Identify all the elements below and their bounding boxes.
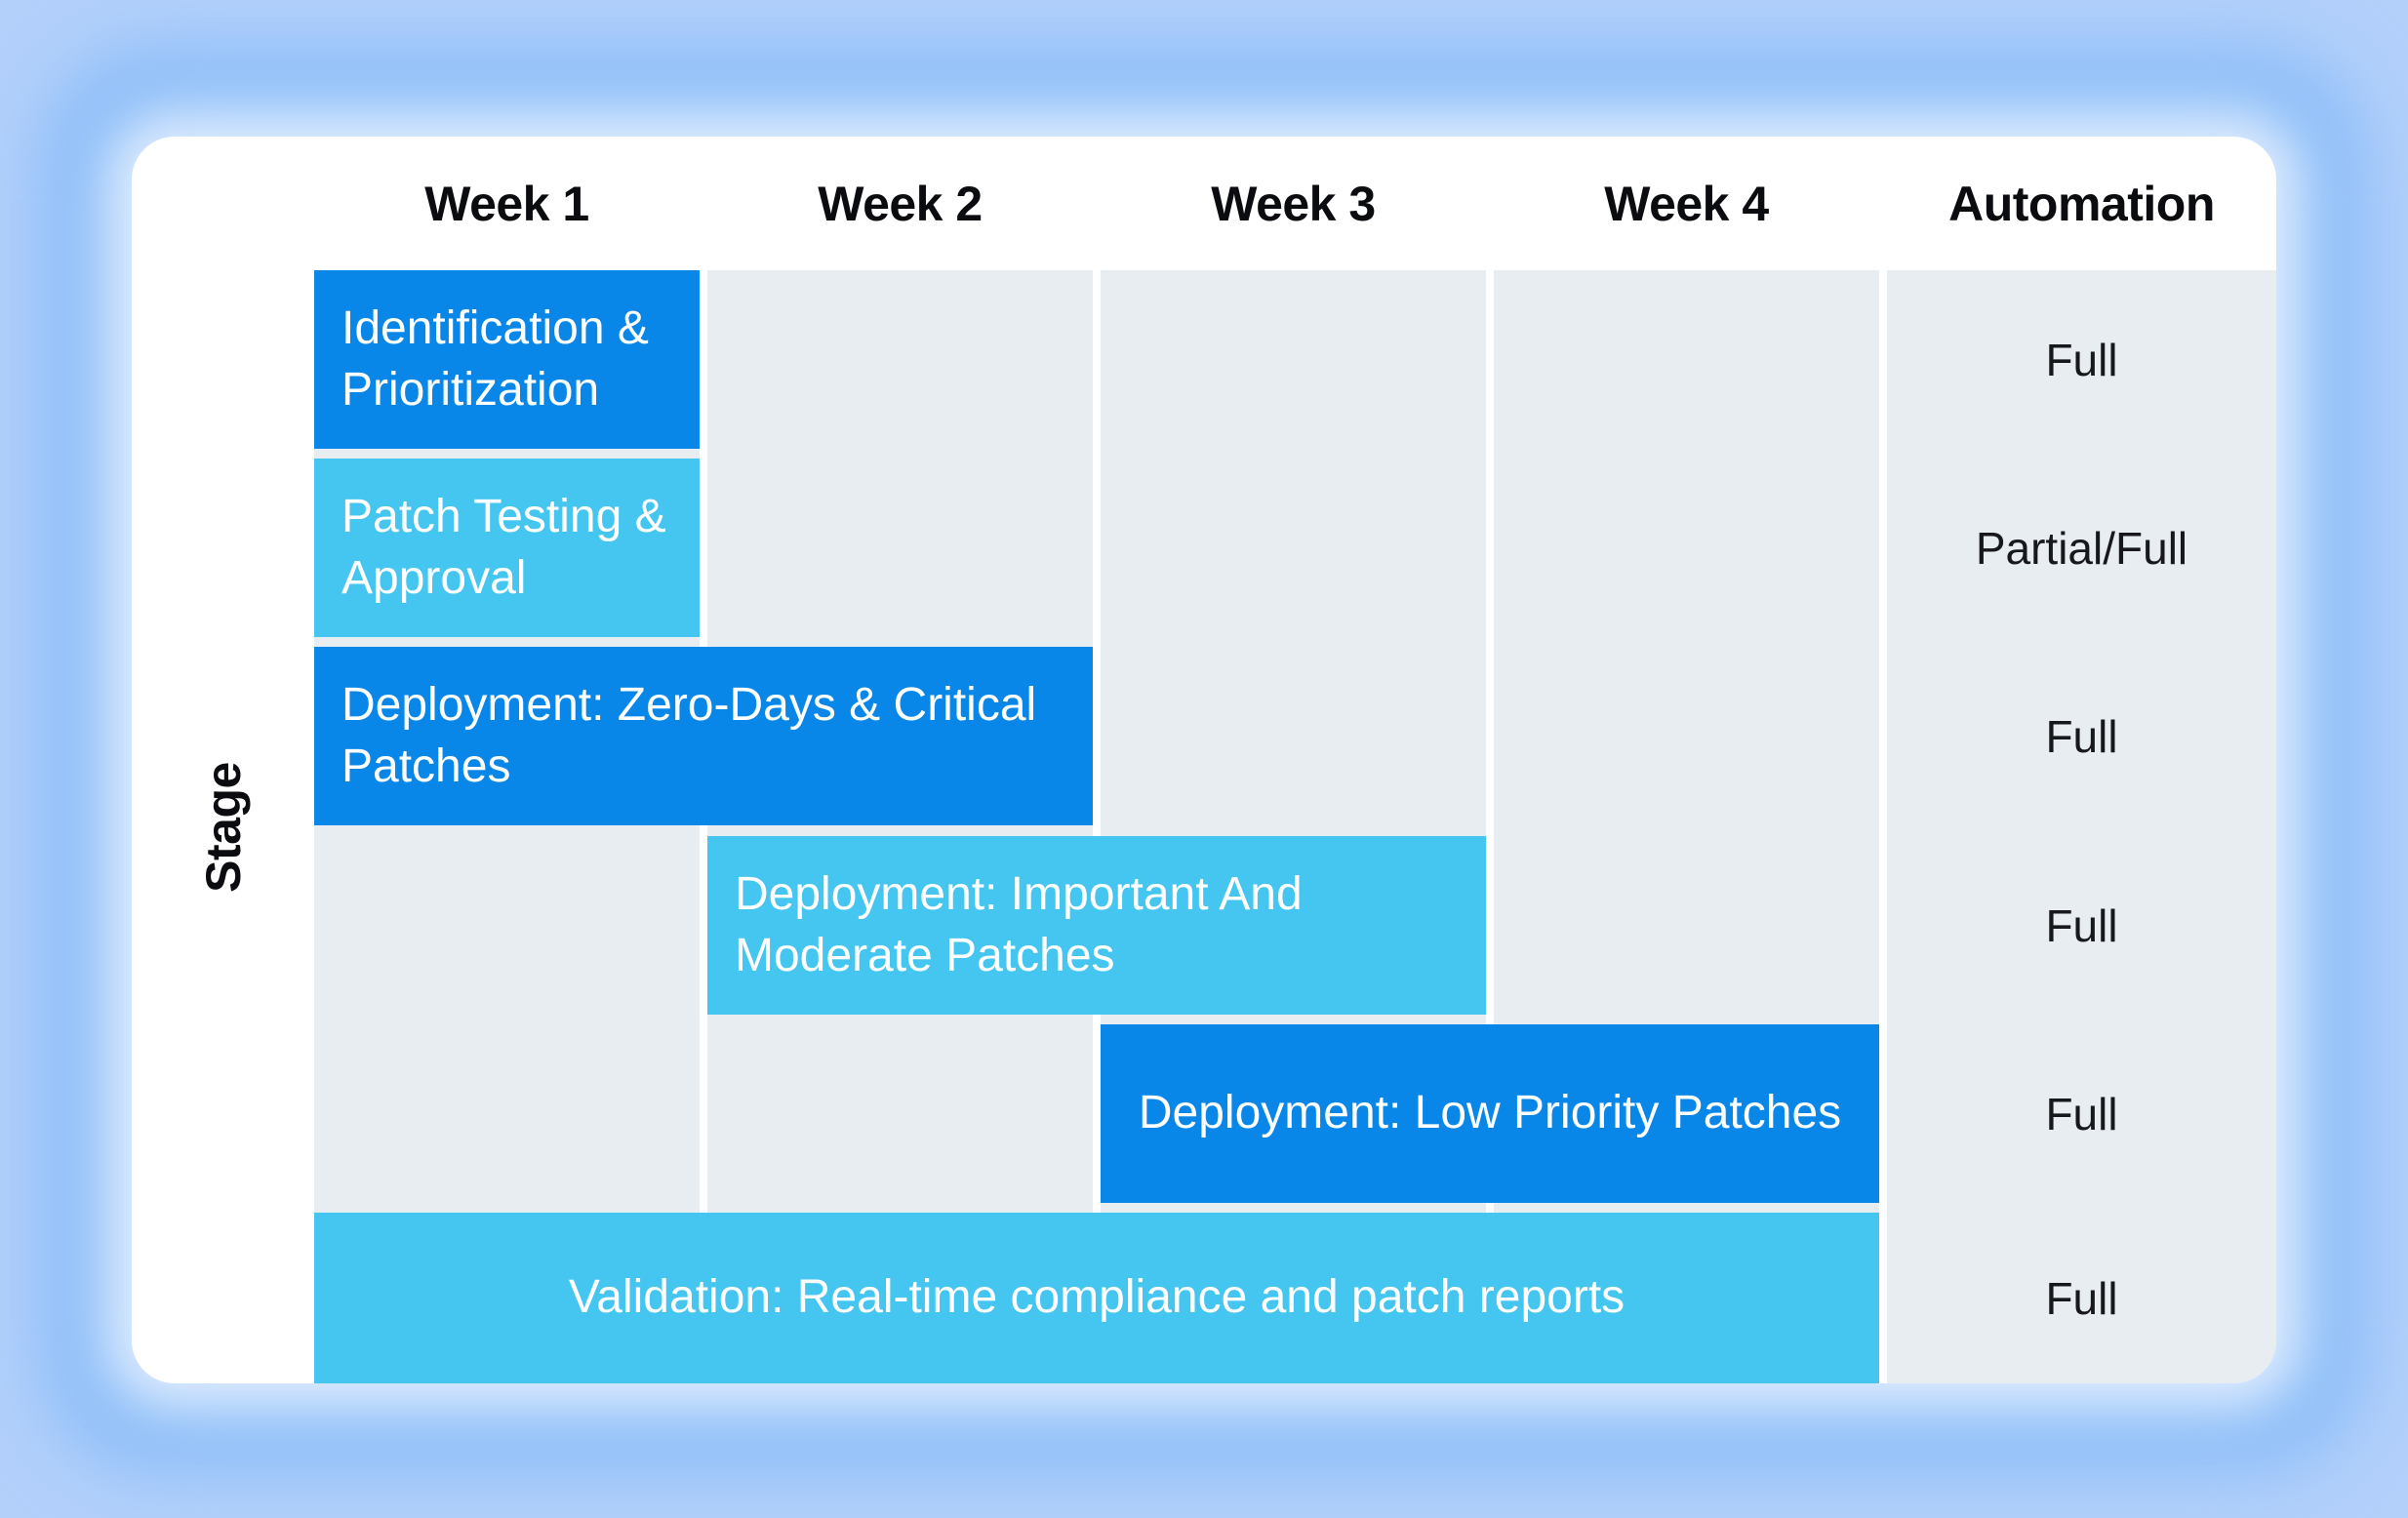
gantt-bar-label: Patch Testing & Approval [341,491,666,604]
automation-value-row-1: Full [2045,334,2118,385]
gantt-bar-label: Deployment: Low Priority Patches [1138,1087,1842,1139]
y-axis-label-stage: Stage [195,761,251,893]
gantt-bar-deployment-zero-days-critical: Deployment: Zero-Days & Critical Patches [314,647,1093,825]
column-header-automation: Automation [1948,176,2215,231]
week-1-column-track [314,270,700,1383]
gantt-bar-label: Deployment: Zero-Days & Critical Patches [341,679,1037,792]
gantt-bar-patch-testing-approval: Patch Testing & Approval [314,459,700,637]
gantt-bar-deployment-important-moderate: Deployment: Important And Moderate Patch… [707,836,1486,1015]
column-header-week-4: Week 4 [1604,176,1769,231]
week-2-column-track [707,270,1093,1383]
automation-value-row-5: Full [2045,1088,2118,1139]
automation-value-row-4: Full [2045,899,2118,951]
automation-value-row-3: Full [2045,710,2118,762]
gantt-chart-card: Week 1 Week 2 Week 3 Week 4 Automation S… [132,137,2276,1383]
gantt-bar-validation-compliance-reports: Validation: Real-time compliance and pat… [314,1213,1879,1383]
automation-value-row-2: Partial/Full [1975,522,2188,574]
gantt-bar-label: Identification & Prioritization [341,302,649,416]
column-header-week-3: Week 3 [1211,176,1376,231]
column-header-week-1: Week 1 [424,176,589,231]
automation-column-track [1887,270,2276,1383]
gantt-bar-identification-prioritization: Identification & Prioritization [314,270,700,449]
y-axis-label-container: Stage [132,270,314,1383]
gantt-bar-label: Deployment: Important And Moderate Patch… [735,868,1303,981]
gantt-bar-deployment-low-priority: Deployment: Low Priority Patches [1101,1024,1879,1203]
gantt-bar-label: Validation: Real-time compliance and pat… [568,1271,1625,1324]
column-header-week-2: Week 2 [818,176,983,231]
automation-value-row-6: Full [2045,1272,2118,1324]
